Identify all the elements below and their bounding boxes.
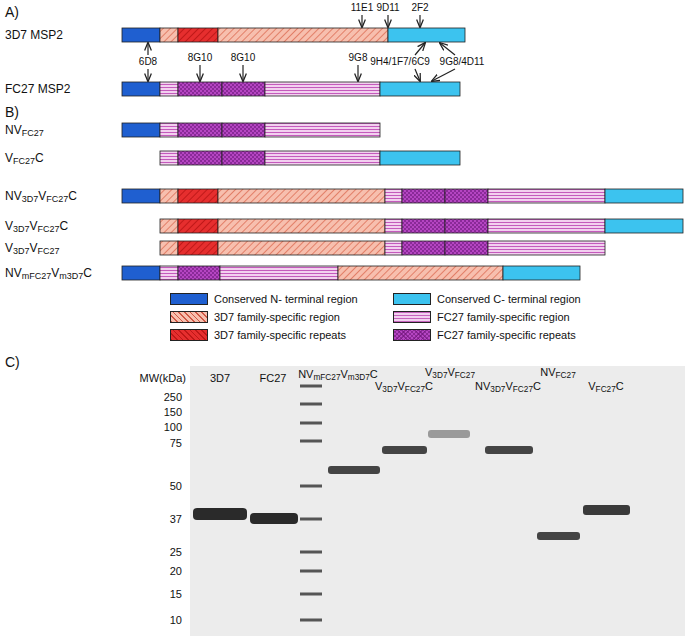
- mw-label: 150: [164, 407, 182, 418]
- lane-label: NVmFC27Vm3D7C: [298, 369, 378, 380]
- antibody-label: 2F2: [411, 3, 428, 13]
- subscript: 3D7: [13, 246, 30, 256]
- legend-swatch: [170, 311, 208, 323]
- lane-label: V3D7VFC27: [425, 367, 475, 378]
- mw-label: 25: [170, 547, 182, 558]
- legend-text: 3D7 family-specific region: [214, 312, 340, 323]
- legend-text: FC27 family-specific repeats: [437, 330, 576, 341]
- epitope-arrows: [148, 15, 455, 81]
- lane-label: NVFC27: [540, 367, 575, 378]
- legend-text: Conserved N- terminal region: [214, 294, 358, 305]
- mw-label: 37: [170, 514, 182, 525]
- protein-name: 3D7 MSP2: [5, 29, 63, 41]
- subscript: FC27: [46, 194, 68, 204]
- gel-bands: [193, 430, 630, 540]
- construct-name: V3D7VFC27: [5, 242, 60, 254]
- mw-label: 75: [170, 438, 182, 449]
- legend-swatch: [393, 311, 431, 323]
- mw-label: 100: [164, 422, 182, 433]
- subscript: 3D7: [382, 385, 397, 394]
- subscript: FC27: [38, 246, 60, 256]
- construct-name: VFC27C: [5, 152, 44, 164]
- subscript: FC27: [455, 371, 475, 380]
- mw-label: 50: [170, 481, 182, 492]
- lane-label: VFC27C: [588, 381, 623, 392]
- protein-name: FC27 MSP2: [5, 83, 70, 95]
- msp2-fc27-bar: [122, 82, 460, 96]
- axis-title: MW(kDa): [140, 373, 186, 384]
- construct-bars: [122, 123, 683, 280]
- msp2-3d7-bar: [122, 28, 465, 42]
- antibody-label: 9H4/1F7/6C9: [370, 57, 429, 67]
- gel-background: [190, 366, 685, 636]
- construct-name: V3D7VFC27C: [5, 220, 68, 232]
- mw-label: 250: [164, 392, 182, 403]
- lane-label: 3D7: [210, 373, 230, 384]
- subscript: FC27: [22, 128, 44, 138]
- subscript: 3D7: [13, 224, 30, 234]
- lane-label: NV3D7VFC27C: [475, 381, 541, 392]
- legend-swatch: [170, 293, 208, 305]
- subscript: FC27: [596, 385, 616, 394]
- mw-label: 10: [170, 615, 182, 626]
- antibody-label: 8G10: [188, 53, 212, 63]
- panel-letter: C): [5, 355, 20, 369]
- subscript: FC27: [13, 156, 35, 166]
- lane-label: FC27: [260, 373, 287, 384]
- mw-label: 15: [170, 589, 182, 600]
- subscript: mFC27: [313, 373, 340, 382]
- subscript: m3D7: [348, 373, 370, 382]
- antibody-label: 8G10: [231, 53, 255, 63]
- subscript: m3D7: [59, 271, 83, 281]
- legend-text: 3D7 family-specific repeats: [214, 330, 346, 341]
- construct-name: NV3D7VFC27C: [5, 190, 77, 202]
- subscript: FC27: [405, 385, 425, 394]
- construct-name: NVmFC27Vm3D7C: [5, 267, 92, 279]
- antibody-label: 6D8: [139, 57, 157, 67]
- panel-letter: A): [5, 5, 19, 19]
- legend-swatch: [170, 329, 208, 341]
- mw-label: 20: [170, 566, 182, 577]
- antibody-label: 11E1: [351, 3, 374, 13]
- subscript: mFC27: [22, 271, 52, 281]
- panel-letter: B): [5, 105, 19, 119]
- subscript: FC27: [556, 371, 576, 380]
- subscript: 3D7: [432, 371, 447, 380]
- subscript: 3D7: [490, 385, 505, 394]
- legend-text: Conserved C- terminal region: [437, 294, 581, 305]
- subscript: FC27: [513, 385, 533, 394]
- legend-swatch: [393, 329, 431, 341]
- ladder-bands: [300, 385, 322, 622]
- lane-label: V3D7VFC27C: [375, 381, 433, 392]
- antibody-label: 9G8/4D11: [440, 57, 485, 67]
- antibody-label: 9D11: [376, 3, 399, 13]
- legend-text: FC27 family-specific region: [437, 312, 570, 323]
- subscript: 3D7: [22, 194, 39, 204]
- subscript: FC27: [38, 224, 60, 234]
- legend-swatch: [393, 293, 431, 305]
- construct-name: NVFC27: [5, 124, 44, 136]
- antibody-label: 9G8: [349, 53, 368, 63]
